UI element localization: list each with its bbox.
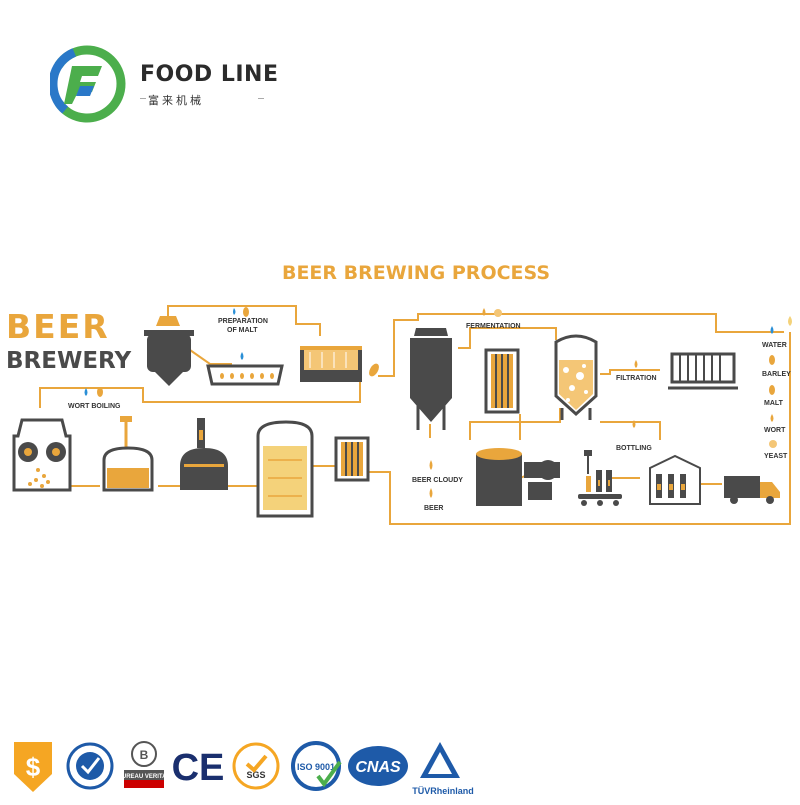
- sgs-seal-icon: SGS: [232, 742, 280, 790]
- step-label-fermentation: FERMENTATION: [466, 323, 521, 330]
- mash-tun-icon: [102, 416, 154, 492]
- bulb-icon: [788, 316, 792, 326]
- dollar-shield-icon: $: [14, 742, 52, 792]
- grain-crusher-icon: [12, 418, 72, 492]
- grain-icon: [243, 307, 249, 317]
- brand-name: FOOD LINE: [140, 62, 279, 87]
- cnas-logo-icon: CNAS: [348, 746, 408, 786]
- delivery-truck-icon: [724, 476, 780, 504]
- ce-mark-icon: CE: [172, 747, 225, 789]
- certification-bar: $ B BUREAU VERITAS CE SGS ISO 9001: [0, 730, 800, 800]
- label-beer-cloudy: BEER CLOUDY: [412, 477, 463, 484]
- bottle-filler-icon: [578, 450, 622, 506]
- water-drop-icon-2: [240, 352, 244, 360]
- ce-text: CE: [172, 747, 225, 789]
- drop-icon-3: [632, 420, 636, 428]
- bottle-crate-icon: [649, 454, 701, 505]
- bureau-veritas-logo-icon: B BUREAU VERITAS: [118, 741, 171, 788]
- legend-wort: WORT: [764, 427, 786, 434]
- ingredients-legend: WATER BARLEY MALT WORT YEAST: [762, 316, 792, 460]
- tuv-rheinland-logo-icon: TÜVRheinland: [412, 742, 474, 796]
- food-line-emblem-icon: [48, 45, 126, 123]
- fermentation-tank-icon: [410, 328, 452, 430]
- legend-water: WATER: [762, 342, 787, 349]
- keg-washer-icon: [476, 448, 560, 506]
- hero-brewery-text: BREWERY: [6, 348, 131, 374]
- iso-9001-seal-icon: ISO 9001: [291, 741, 342, 791]
- beer-cloudy-drop-icon: [429, 460, 433, 470]
- brewing-process-diagram: BEER BREWERY PREPARATION OF MALT: [6, 305, 792, 525]
- germination-box-icon: [300, 346, 362, 382]
- legend-barley: BARLEY: [762, 371, 791, 378]
- svg-text:$: $: [26, 752, 41, 782]
- company-logo: [48, 44, 280, 124]
- filter-press-icon: [668, 352, 738, 390]
- diagram-title: BEER BREWING PROCESS: [281, 262, 551, 284]
- iso-text: ISO 9001: [297, 762, 335, 772]
- sgs-text: SGS: [246, 770, 265, 780]
- step-label-preparation-2: OF MALT: [227, 327, 258, 334]
- step-label-preparation: PREPARATION: [218, 318, 268, 325]
- step-label-filtration: FILTRATION: [616, 375, 657, 382]
- water-drop-icon-3: [84, 388, 88, 396]
- drop-icon: [482, 308, 486, 316]
- legend-yeast: YEAST: [764, 453, 788, 460]
- brew-kettle-icon: [180, 418, 228, 490]
- legend-malt: MALT: [764, 400, 784, 407]
- water-legend-icon: [770, 326, 774, 334]
- malt-legend-icon: [769, 385, 775, 395]
- beer-drop-icon: [429, 488, 433, 498]
- label-beer: BEER: [424, 505, 443, 512]
- water-drop-icon: [233, 308, 236, 315]
- malt-mill-icon: [144, 316, 194, 386]
- grain-icon-2: [97, 387, 103, 397]
- barley-legend-icon: [769, 355, 775, 365]
- steeping-tank-icon: [206, 364, 284, 386]
- step-label-bottling: BOTTLING: [616, 445, 652, 452]
- bureau-veritas-text: BUREAU VERITAS: [118, 774, 171, 780]
- quality-check-seal-icon: [66, 742, 114, 790]
- plate-cooler-icon: [334, 436, 370, 482]
- hero-beer-text: BEER: [6, 307, 110, 346]
- cooler-exchanger-icon: [484, 348, 520, 414]
- maturation-tank-icon: [554, 334, 598, 420]
- yeast-legend-icon: [769, 440, 777, 448]
- malt-grain-icon: [369, 363, 379, 377]
- step-label-wort-boiling: WORT BOILING: [68, 403, 121, 410]
- cnas-text: CNAS: [355, 759, 401, 776]
- whirlpool-tank-icon: [256, 420, 314, 518]
- brand-subtitle: 富来机械: [148, 95, 204, 107]
- drop-icon-2: [634, 360, 638, 368]
- svg-text:B: B: [140, 748, 149, 762]
- yeast-icon: [494, 309, 502, 317]
- tuv-text: TÜVRheinland: [412, 786, 474, 796]
- wort-legend-icon: [770, 414, 774, 422]
